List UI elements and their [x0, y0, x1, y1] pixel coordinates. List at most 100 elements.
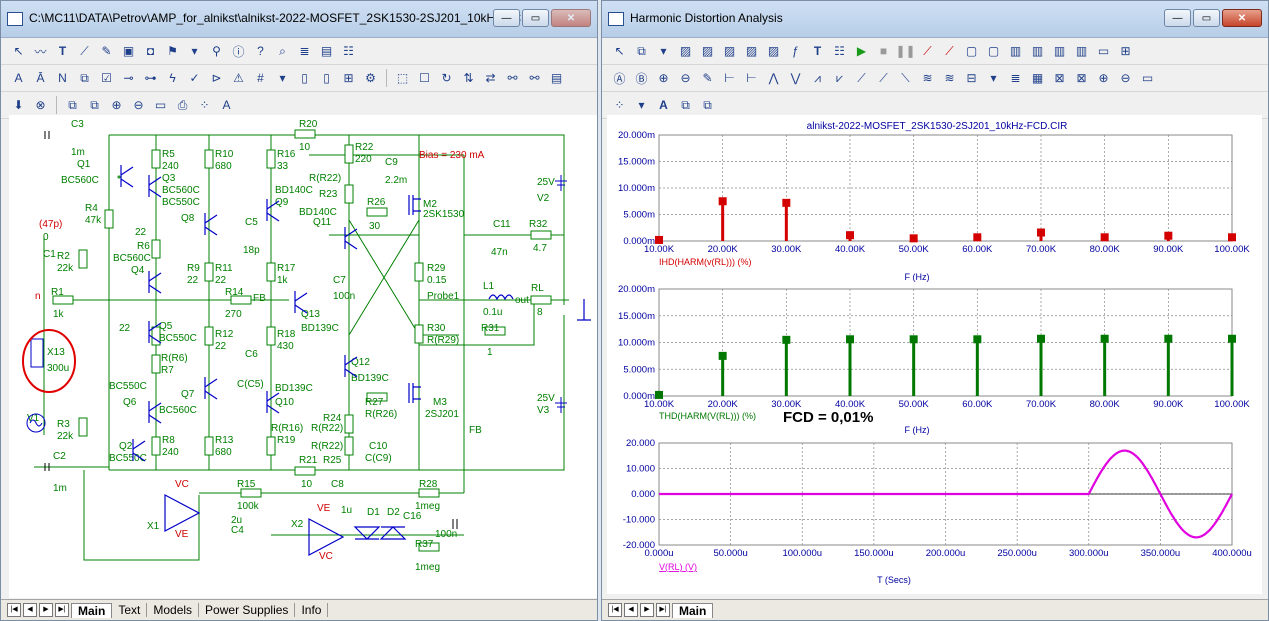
text-tool-icon[interactable]: T	[58, 44, 67, 58]
node-numbers-icon[interactable]: N	[58, 71, 67, 85]
stepping2-icon[interactable]: ⟋	[945, 43, 954, 58]
select-arrow-icon[interactable]: ↖	[13, 44, 24, 58]
flip-icon[interactable]: ⇅	[463, 71, 474, 85]
cancel-circle-icon[interactable]: ⊗	[35, 98, 46, 112]
slope2-icon[interactable]: ⟋	[879, 70, 888, 85]
layout2-icon[interactable]: ▥	[1031, 44, 1044, 58]
schematic-window[interactable]: C:\MC11\DATA\Petrov\AMP_for_alnikst\alni…	[0, 0, 598, 621]
probe-icon[interactable]: ⚲	[212, 44, 221, 58]
pen-icon[interactable]: ✎	[101, 44, 112, 58]
component-icon[interactable]: ▣	[122, 44, 135, 58]
flag-icon[interactable]: ⚑	[167, 44, 178, 58]
edit-icon[interactable]: ✎	[702, 71, 713, 85]
mirror-icon[interactable]: ⇄	[485, 71, 496, 85]
tab-main[interactable]: Main	[71, 602, 113, 618]
layout3-icon[interactable]: ▥	[1053, 44, 1066, 58]
print-icon[interactable]: ⎙	[177, 97, 188, 112]
first-page-icon[interactable]: |◀	[7, 603, 21, 617]
cursor2-icon[interactable]: ⊢	[746, 71, 757, 85]
grid-icon[interactable]: #	[257, 71, 264, 85]
slope-icon[interactable]: ⟋	[857, 70, 866, 85]
dropdown-arrow-icon[interactable]: ▾	[660, 44, 667, 58]
down-circle-icon[interactable]: ⬇	[13, 98, 24, 112]
tab-info[interactable]: Info	[295, 603, 329, 617]
grid-text-icon[interactable]: Ā	[36, 71, 45, 85]
plot4-icon[interactable]: ▨	[745, 44, 758, 58]
zoom-d-icon[interactable]: ⊖	[680, 71, 691, 85]
zoom-fit-icon[interactable]: ▭	[154, 98, 167, 112]
copy-icon[interactable]: ⧉	[68, 97, 77, 112]
tab-models[interactable]: Models	[147, 603, 200, 617]
v1-source[interactable]	[26, 413, 46, 433]
zoom-b-icon[interactable]: Ⓑ	[635, 71, 648, 86]
probe-pin-icon[interactable]: ⊳	[211, 71, 222, 85]
layout4-icon[interactable]: ▥	[1075, 44, 1088, 58]
zoom-out-icon[interactable]: ⊖	[1120, 71, 1131, 85]
paste-icon[interactable]: ⧉	[90, 97, 99, 112]
dropdown-arrow-icon[interactable]: ▾	[638, 98, 645, 112]
frame2-icon[interactable]: ▢	[987, 44, 1000, 58]
schematic-titlebar[interactable]: C:\MC11\DATA\Petrov\AMP_for_alnikst\alni…	[1, 1, 597, 38]
zoom-in-icon[interactable]: ⊕	[111, 98, 122, 112]
binoculars-2-icon[interactable]: ⚯	[529, 71, 540, 85]
minimize-button[interactable]: —	[493, 9, 520, 27]
low-icon[interactable]: ⩗	[836, 70, 843, 85]
list-icon[interactable]: ≣	[1010, 71, 1021, 85]
text-tool-icon[interactable]: T	[813, 44, 822, 58]
layout5-icon[interactable]: ▭	[1097, 44, 1110, 58]
plot3-icon[interactable]: ▨	[723, 44, 736, 58]
tab-main[interactable]: Main	[672, 602, 714, 618]
tab-power-supplies[interactable]: Power Supplies	[199, 603, 296, 617]
plot-icon[interactable]: ▨	[679, 44, 692, 58]
plot-area[interactable]: alnikst-2022-MOSFET_2SK1530-2SJ201_10kHz…	[607, 115, 1262, 594]
zoom-out-icon[interactable]: ⊖	[133, 98, 144, 112]
grid-dots-icon[interactable]: ⁘	[614, 98, 625, 112]
analysis-titlebar[interactable]: Harmonic Distortion Analysis — ▭ ✕	[602, 1, 1268, 38]
binoculars-icon[interactable]: ⚯	[507, 71, 518, 85]
cursor1-icon[interactable]: ⊢	[724, 71, 735, 85]
calc-icon[interactable]: ▦	[1031, 71, 1044, 85]
first-page-icon[interactable]: |◀	[608, 603, 622, 617]
layout1-icon[interactable]: ▥	[1009, 44, 1022, 58]
stepping-icon[interactable]: ⟋	[923, 43, 932, 58]
box-select-icon[interactable]: ⬚	[396, 71, 409, 85]
properties-icon[interactable]: ☷	[834, 44, 845, 58]
high-icon[interactable]: ⩘	[814, 70, 821, 85]
valley-icon[interactable]: ⋁	[790, 71, 801, 85]
brush-icon[interactable]: ✓	[189, 71, 200, 85]
pause-icon[interactable]: ❚❚	[895, 44, 916, 58]
plot5-icon[interactable]: ▨	[767, 44, 780, 58]
text-a-icon[interactable]: A	[659, 98, 668, 112]
frame-icon[interactable]: ▢	[965, 44, 978, 58]
layout6-icon[interactable]: ⊞	[1120, 44, 1131, 58]
rotate-icon[interactable]: ↻	[441, 71, 452, 85]
zoom-in-icon[interactable]: ⊕	[1098, 71, 1109, 85]
find-icon[interactable]: ⌕	[279, 43, 286, 58]
stop-icon[interactable]: ■	[879, 44, 888, 58]
select-arrow-icon[interactable]: ↖	[614, 44, 625, 58]
maximize-button[interactable]: ▭	[522, 9, 549, 27]
settings-icon[interactable]: ⚙	[365, 71, 376, 85]
list-icon[interactable]: ≣	[299, 44, 310, 58]
check-icon[interactable]: ☑	[101, 71, 112, 85]
connect-icon[interactable]: ⊞	[343, 71, 354, 85]
zoom-fit-icon[interactable]: ▭	[1141, 71, 1154, 85]
box-icon[interactable]: ☐	[419, 71, 430, 85]
pages-icon[interactable]: ▯	[323, 71, 330, 85]
schematic-canvas[interactable]: C3 1m R20 10 R22 220 C9 2.2m Bias = 230 …	[9, 115, 597, 598]
properties-icon[interactable]: ☷	[343, 44, 354, 58]
dropdown-arrow-icon[interactable]: ▾	[279, 71, 286, 85]
scale2-icon[interactable]: ⊠	[1076, 71, 1087, 85]
dropdown-arrow-icon[interactable]: ▾	[191, 44, 198, 58]
copy-paste-icon[interactable]: ⧉	[80, 70, 89, 85]
zoom-a-icon[interactable]: Ⓐ	[613, 71, 626, 86]
last-page-icon[interactable]: ▶|	[55, 603, 69, 617]
prev-page-icon[interactable]: ◀	[23, 603, 37, 617]
prev-page-icon[interactable]: ◀	[624, 603, 638, 617]
info-icon[interactable]: ⓘ	[232, 44, 245, 59]
close-button[interactable]: ✕	[551, 9, 591, 27]
paste-icon[interactable]: ⧉	[703, 97, 712, 112]
help-icon[interactable]: ?	[257, 44, 264, 58]
wave-icon[interactable]: ≋	[922, 71, 933, 85]
run-icon[interactable]: ▶	[856, 44, 867, 58]
